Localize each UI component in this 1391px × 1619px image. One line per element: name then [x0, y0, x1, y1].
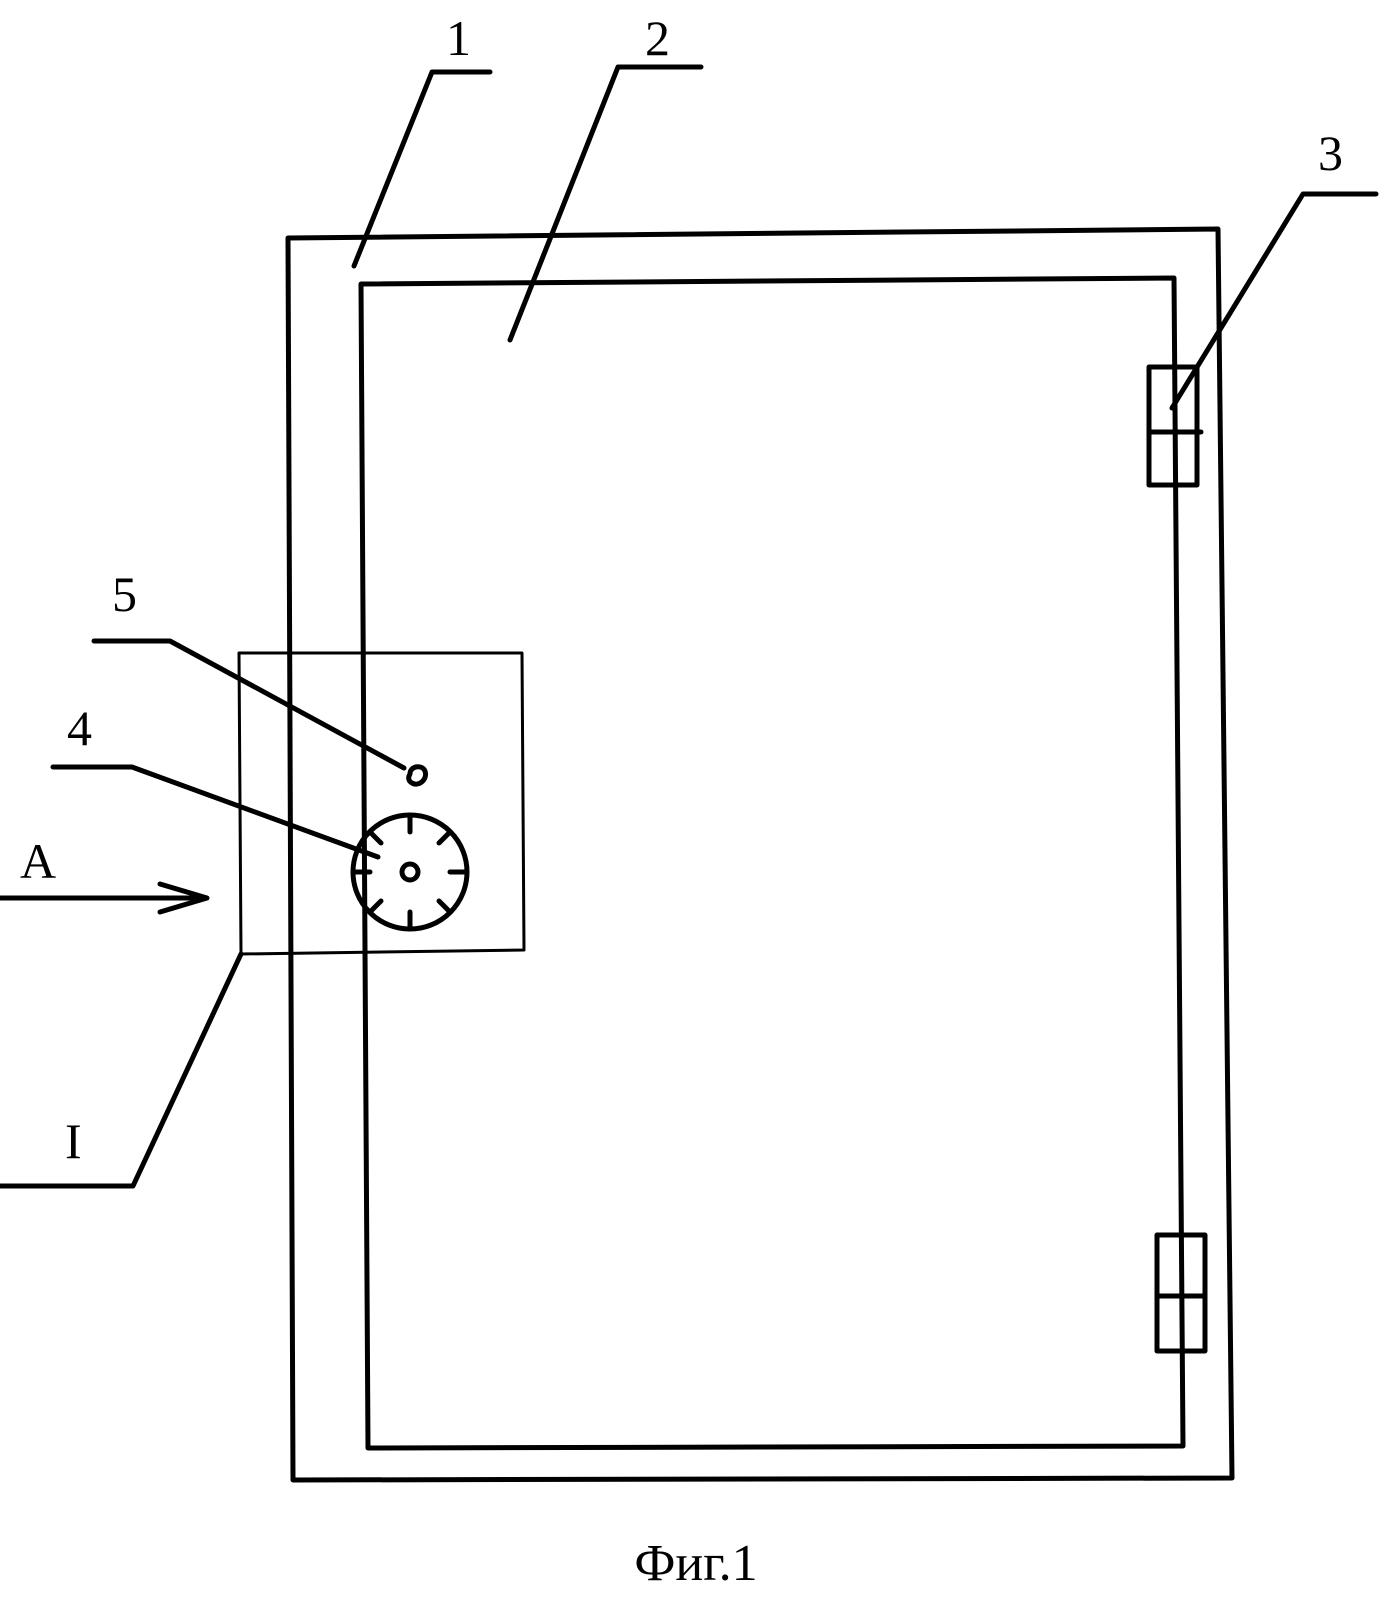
label-keyhole: 5	[112, 566, 137, 622]
outer-frame	[288, 229, 1232, 1480]
figure-caption: Фиг.1	[634, 1535, 757, 1592]
label-frame: 1	[446, 10, 471, 66]
dial-lock	[353, 815, 467, 929]
detail-boundary	[239, 653, 524, 954]
leader-line-3	[1172, 194, 1376, 408]
label-detail: I	[65, 1113, 82, 1169]
label-dial: 4	[67, 700, 92, 756]
door-panel	[361, 278, 1183, 1448]
label-door: 2	[645, 10, 670, 66]
label-hinge: 3	[1318, 125, 1343, 181]
leader-line-5	[94, 641, 404, 768]
label-view-arrow: A	[20, 833, 56, 889]
leader-line-detail	[0, 954, 241, 1186]
leader-line-4	[53, 767, 378, 857]
keyhole	[409, 767, 426, 784]
leader-line-2	[510, 67, 701, 340]
